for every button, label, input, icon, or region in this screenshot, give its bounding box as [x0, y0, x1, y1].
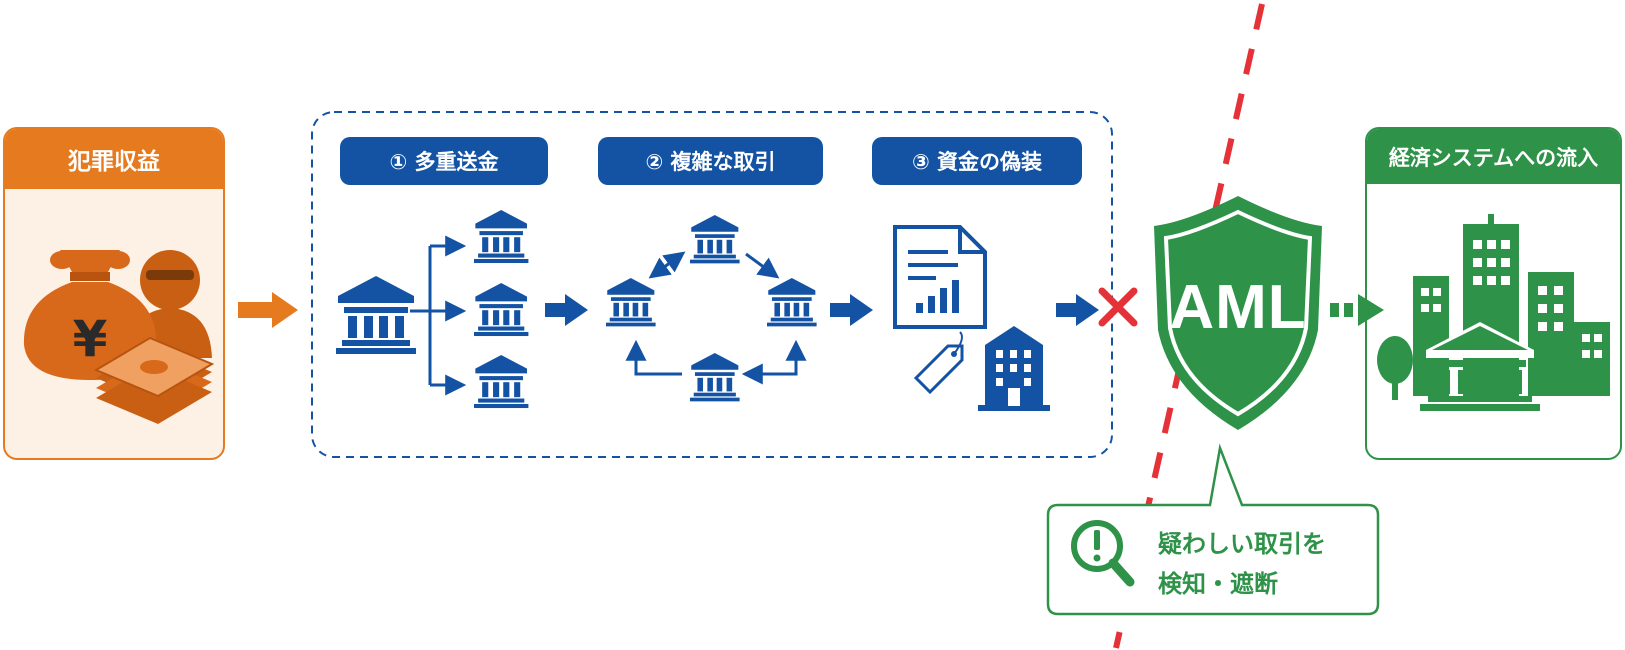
tree-icon	[1377, 336, 1413, 400]
cycle-arrows	[625, 251, 807, 385]
split-arrows	[410, 235, 467, 396]
svg-text:¥: ¥	[73, 310, 108, 368]
blue-arrow	[1056, 294, 1099, 326]
cash-stack-icon	[93, 336, 215, 424]
blue-arrow	[830, 294, 873, 326]
bank-icon	[474, 210, 529, 264]
bank-icon	[690, 215, 740, 264]
aml-label: AML	[1169, 273, 1307, 342]
city-buildings-icon	[1413, 214, 1610, 396]
bank-icon	[336, 276, 416, 354]
step-3-pill: ③ 資金の偽装	[872, 137, 1082, 185]
economy-inflow-title: 経済システムへの流入	[1367, 129, 1620, 184]
bank-icon	[474, 283, 529, 337]
step-2-pill: ② 複雑な取引	[598, 137, 823, 185]
laundering-stages-box	[311, 111, 1113, 458]
bank-icon	[767, 278, 817, 327]
building-icon	[978, 326, 1050, 411]
search-alert-icon	[1071, 520, 1135, 587]
bank-icon	[690, 353, 740, 402]
price-tag-icon	[913, 331, 964, 395]
green-dashed-arrow	[1330, 294, 1384, 326]
orange-arrow	[238, 292, 298, 328]
blue-arrow	[545, 294, 588, 326]
callout-line-2: 検知・遮断	[1158, 570, 1278, 598]
document-chart-icon	[893, 225, 987, 329]
bank-icon	[606, 278, 656, 327]
callout-text: 疑わしい取引を 検知・遮断	[1158, 524, 1326, 604]
callout-line-1: 疑わしい取引を	[1158, 530, 1326, 558]
bank-icon	[1420, 322, 1540, 411]
block-x-icon	[1098, 287, 1138, 327]
criminal-proceeds-title: 犯罪収益	[5, 129, 223, 189]
shield-icon	[1154, 196, 1322, 430]
step-1-pill: ① 多重送金	[340, 137, 548, 185]
callout-box	[1046, 443, 1380, 616]
bank-icon	[474, 355, 529, 409]
